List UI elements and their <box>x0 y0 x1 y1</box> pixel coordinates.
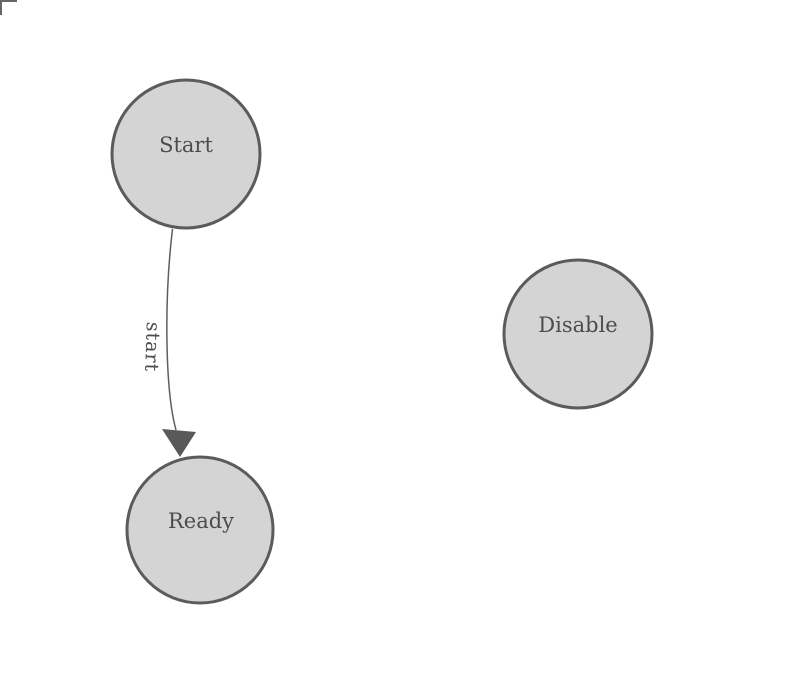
edge-label[interactable]: start <box>140 321 164 372</box>
state-circle-ready[interactable] <box>125 455 275 605</box>
state-circle-start[interactable] <box>110 78 262 230</box>
state-node-start[interactable]: Start <box>110 78 262 230</box>
edge-path[interactable] <box>166 228 177 431</box>
canvas-corner-mark-icon <box>0 0 17 15</box>
state-node-disable[interactable]: Disable <box>502 258 654 410</box>
edge-start-to-ready[interactable]: start <box>140 228 196 457</box>
state-label-start: Start <box>159 133 213 157</box>
state-label-disable: Disable <box>538 313 617 337</box>
state-label-ready: Ready <box>168 509 234 533</box>
state-circle-disable[interactable] <box>502 258 654 410</box>
state-node-ready[interactable]: Ready <box>125 455 275 605</box>
arrowhead-icon <box>162 429 196 457</box>
